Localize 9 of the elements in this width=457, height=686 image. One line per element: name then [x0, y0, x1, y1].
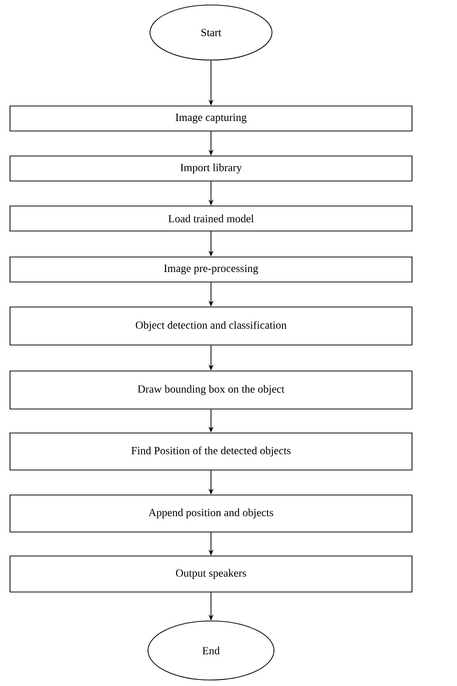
process-box: Image capturing [10, 106, 412, 132]
process-box: Append position and objects [10, 494, 412, 532]
process-box: Object detection and classification [10, 306, 412, 346]
process-box: Import library [10, 156, 412, 182]
process-box: Load trained model [10, 206, 412, 232]
process-box: Image pre-processing [10, 256, 412, 282]
process-box: Draw bounding box on the object [10, 370, 412, 410]
process-box: Output speakers [10, 556, 412, 592]
process-box: Find Position of the detected objects [10, 432, 412, 470]
